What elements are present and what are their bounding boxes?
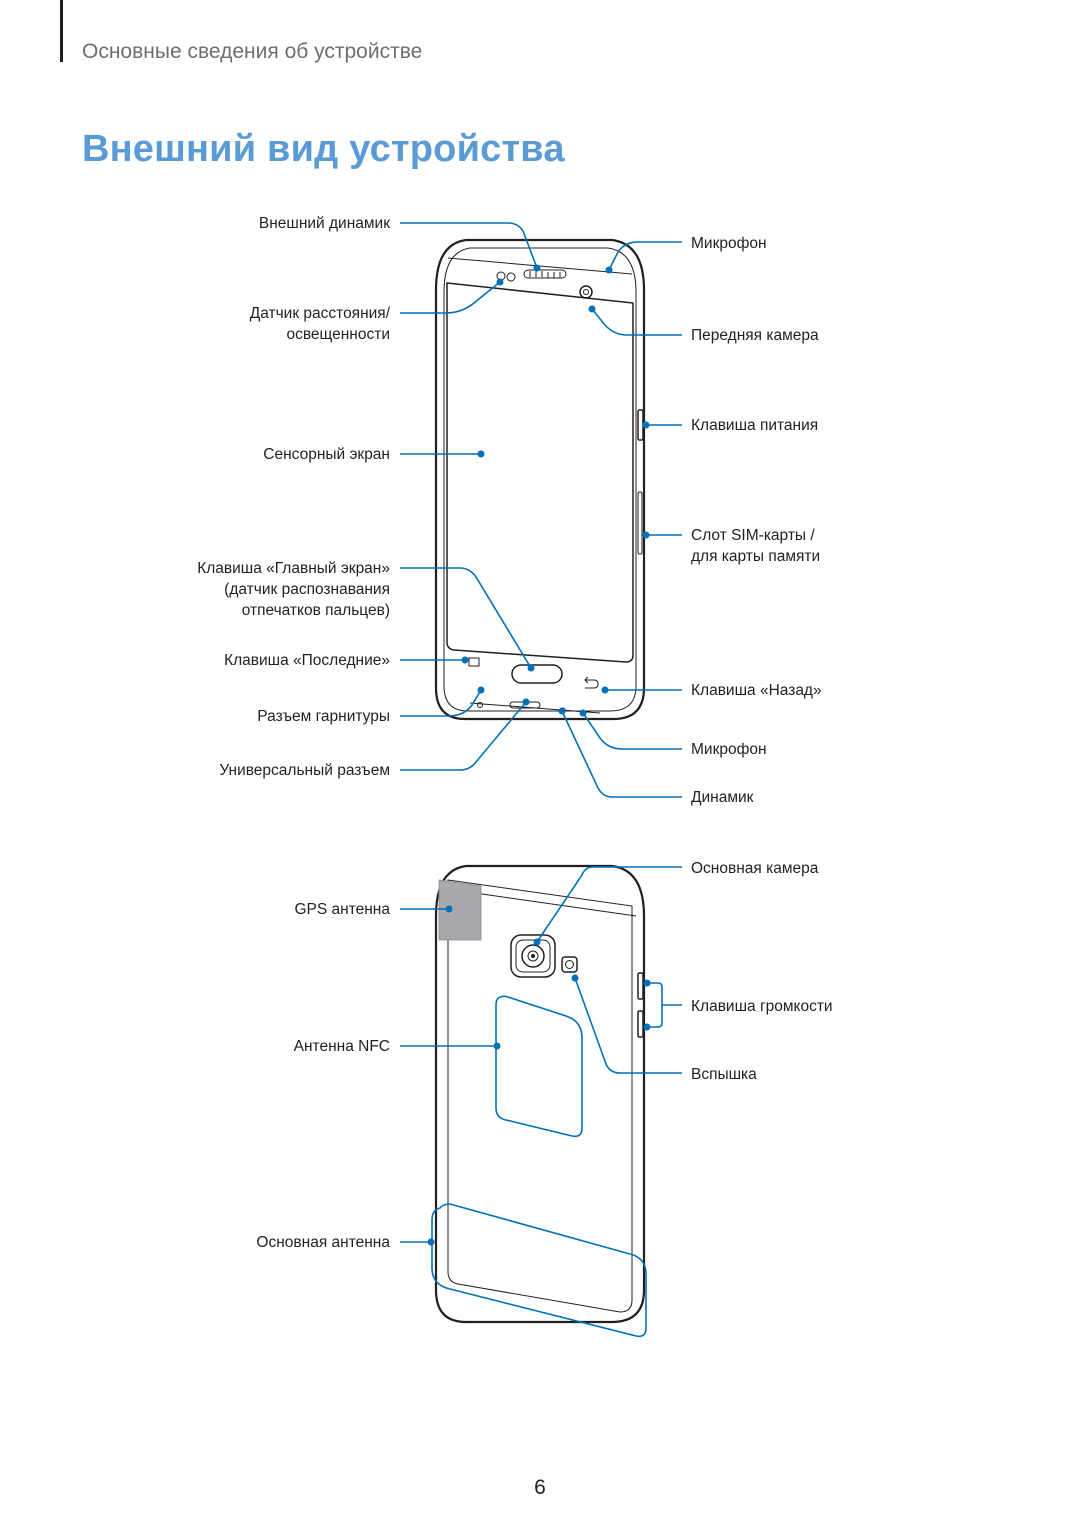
label-flash: Вспышка bbox=[691, 1066, 757, 1083]
page-number: 6 bbox=[534, 1476, 546, 1499]
label-headset-jack: Разъем гарнитуры bbox=[257, 708, 390, 725]
label-front-camera: Передняя камера bbox=[691, 327, 819, 344]
label-home-key-1: Клавиша «Главный экран» bbox=[197, 560, 390, 577]
label-proximity-sensor-2: освещенности bbox=[287, 326, 391, 343]
label-rear-camera: Основная камера bbox=[691, 860, 819, 877]
side-rule bbox=[60, 0, 63, 62]
label-power-key: Клавиша питания bbox=[691, 417, 818, 434]
label-microphone-top: Микрофон bbox=[691, 235, 767, 252]
label-volume-key: Клавиша громкости bbox=[691, 998, 833, 1015]
label-home-key-2: (датчик распознавания bbox=[224, 581, 390, 598]
label-nfc-antenna: Антенна NFC bbox=[294, 1038, 390, 1055]
rear-device-illustration bbox=[431, 864, 647, 1338]
label-external-speaker: Внешний динамик bbox=[259, 215, 390, 232]
label-usb-port: Универсальный разъем bbox=[219, 762, 390, 779]
rear-leader-lines bbox=[400, 866, 682, 1246]
label-back-key: Клавиша «Назад» bbox=[691, 682, 822, 699]
front-leader-lines bbox=[400, 222, 682, 798]
label-gps-antenna: GPS антенна bbox=[294, 901, 390, 918]
front-device-illustration bbox=[434, 238, 646, 721]
section-header: Основные сведения об устройстве bbox=[82, 40, 423, 63]
label-microphone-bottom: Микрофон bbox=[691, 741, 767, 758]
gps-area bbox=[438, 879, 482, 941]
page-title: Внешний вид устройства bbox=[82, 128, 565, 170]
label-recent-key: Клавиша «Последние» bbox=[224, 652, 390, 669]
label-sim-tray-1: Слот SIM-карты / bbox=[691, 527, 815, 544]
label-main-antenna: Основная антенна bbox=[256, 1234, 390, 1251]
label-speaker: Динамик bbox=[691, 789, 754, 806]
label-touchscreen: Сенсорный экран bbox=[263, 446, 390, 463]
label-proximity-sensor-1: Датчик расстояния/ bbox=[250, 305, 391, 322]
label-sim-tray-2: для карты памяти bbox=[691, 548, 820, 565]
label-home-key-3: отпечатков пальцев) bbox=[242, 602, 390, 619]
